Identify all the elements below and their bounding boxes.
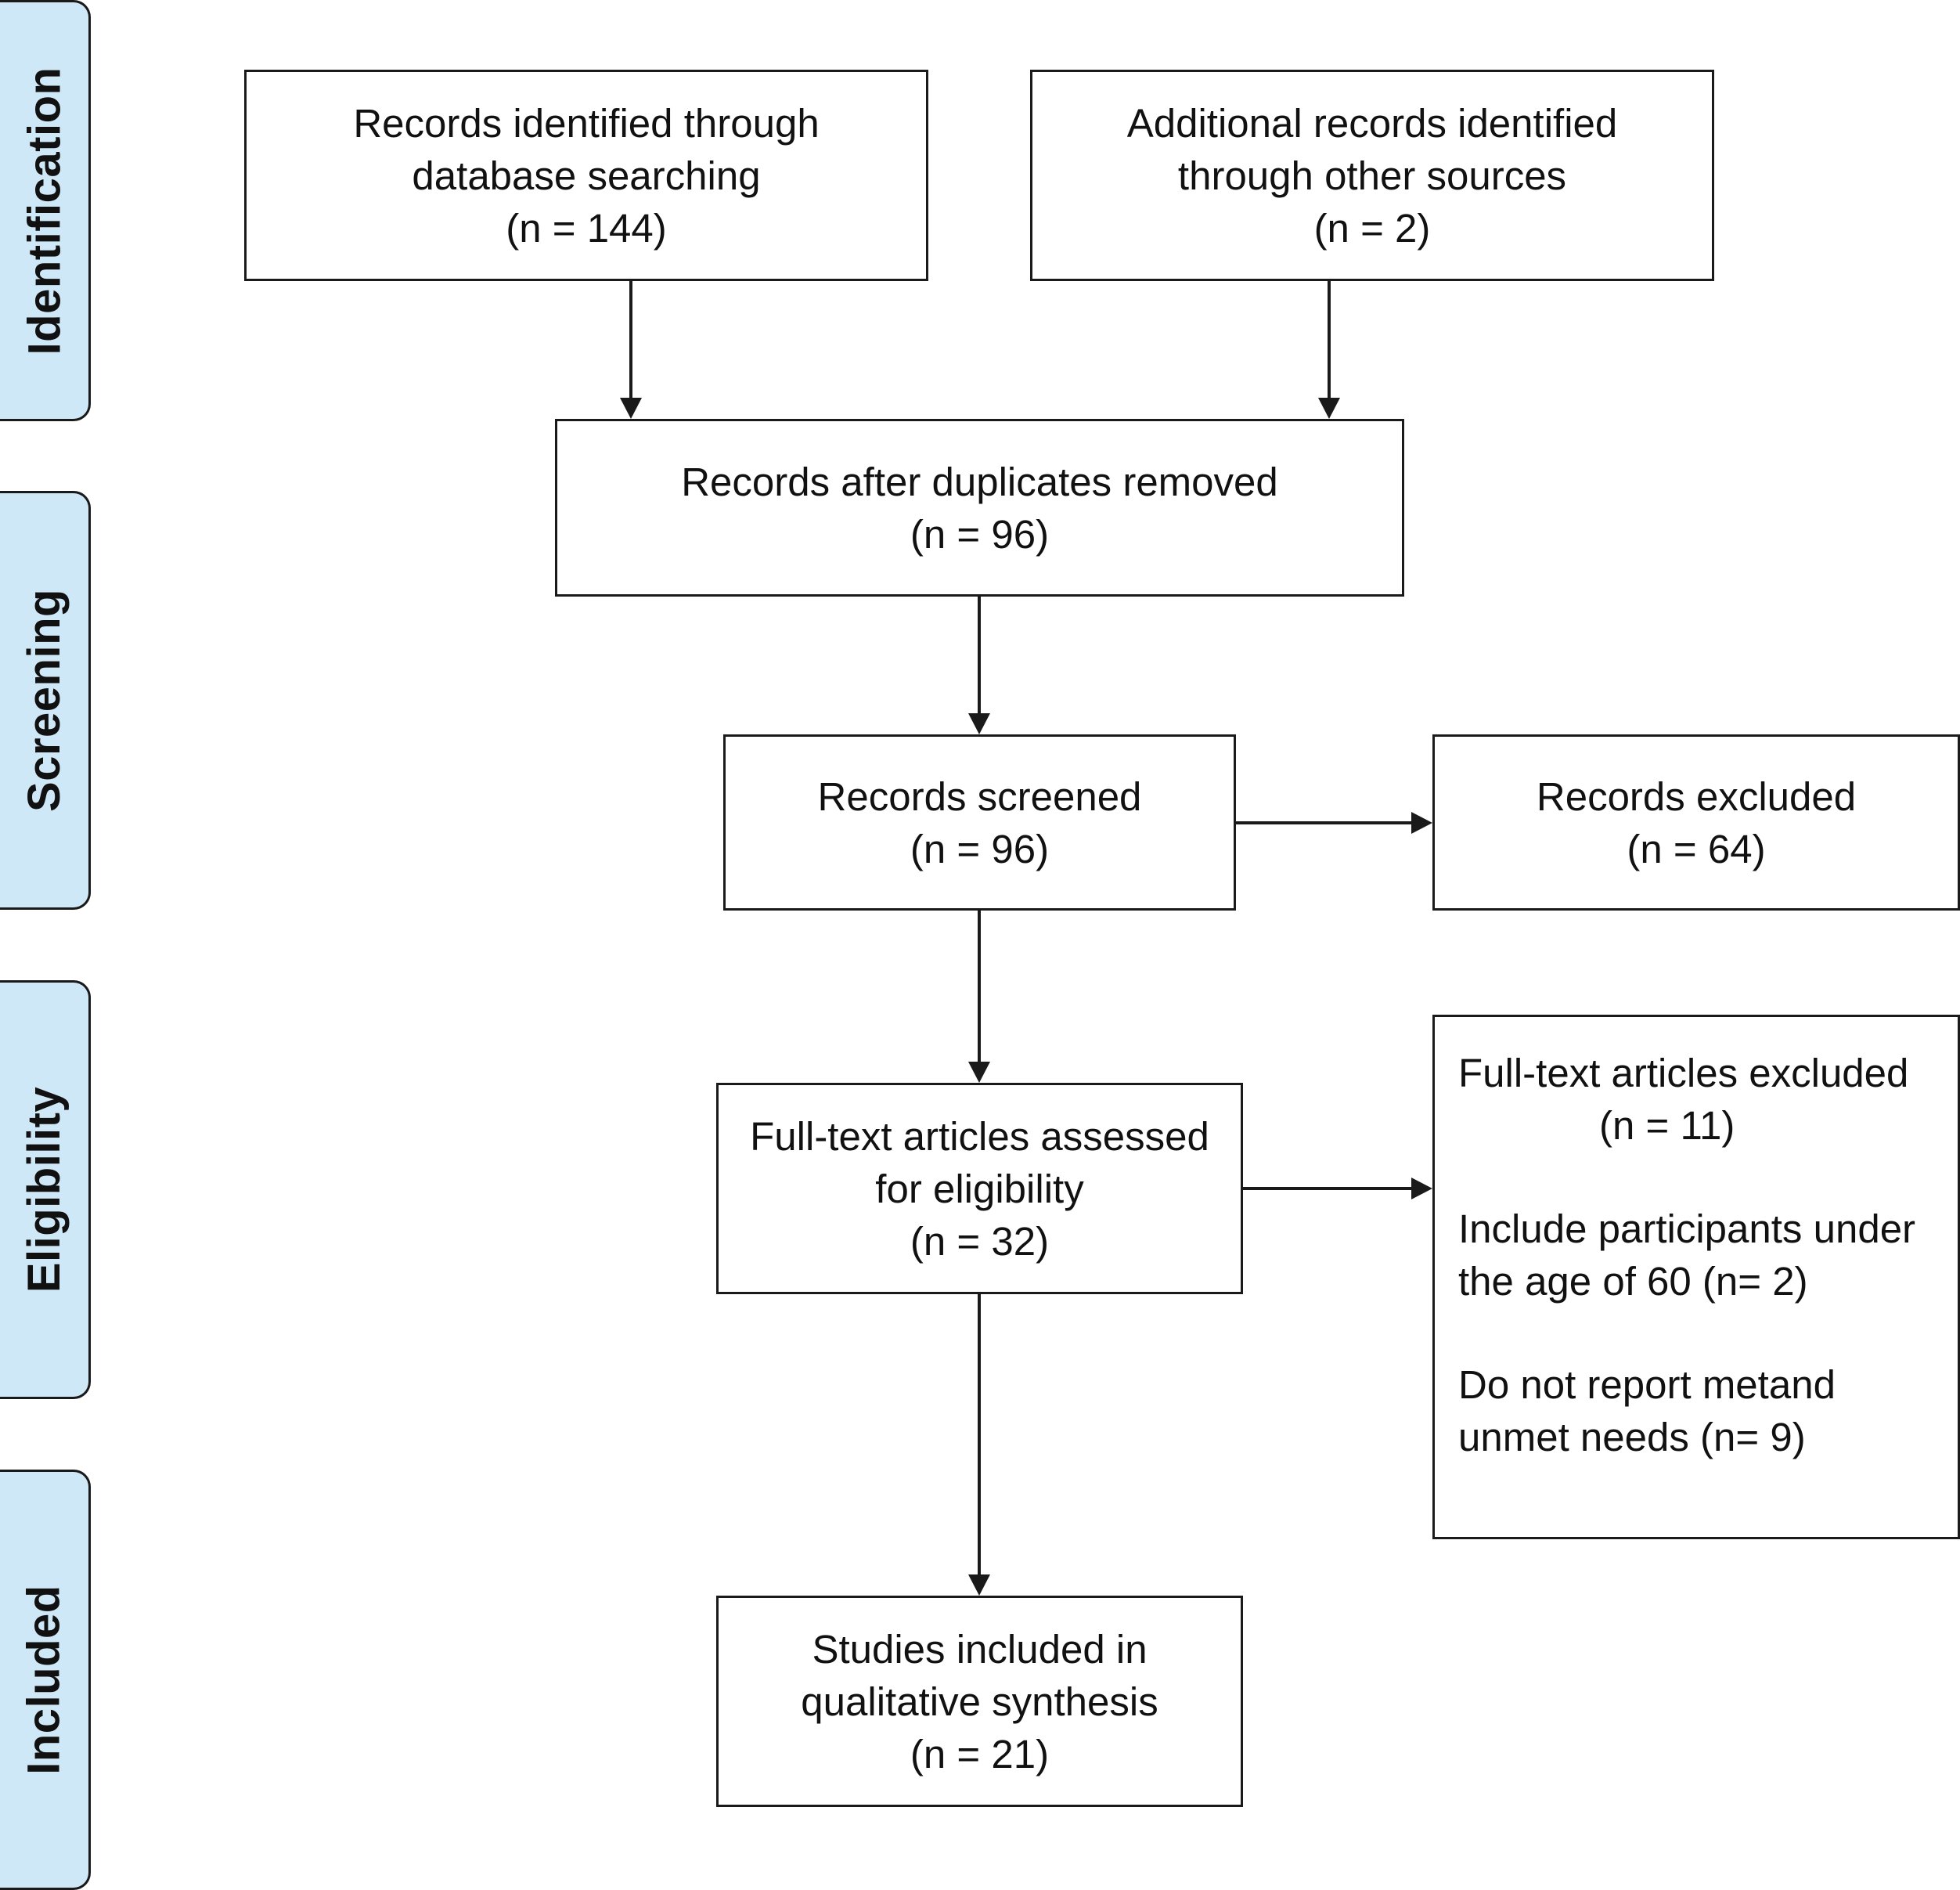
box-after-duplicates: Records after duplicates removed (n = 96… xyxy=(555,419,1404,597)
arrowhead-screened-to-fulltext xyxy=(968,1062,990,1083)
stage-screening: Screening xyxy=(0,491,91,910)
duplicates-count: (n = 96) xyxy=(910,511,1050,557)
excluded-count: (n = 64) xyxy=(1627,826,1766,871)
screened-count: (n = 96) xyxy=(910,826,1050,871)
arrowhead-fulltext-to-included xyxy=(968,1574,990,1596)
excluded-line1: Records excluded xyxy=(1536,774,1857,819)
fulltext-line1: Full-text articles assessed xyxy=(750,1113,1209,1159)
database-line1: Records identified through xyxy=(353,100,820,146)
ftexcluded-reason1-line1: Include participants under xyxy=(1458,1206,1916,1251)
arrowhead-other-to-duplicates xyxy=(1318,398,1340,419)
database-count: (n = 144) xyxy=(506,205,667,251)
box-records-excluded: Records excluded (n = 64) xyxy=(1432,734,1960,911)
included-line1: Studies included in xyxy=(812,1626,1148,1672)
box-studies-included: Studies included in qualitative synthesi… xyxy=(716,1596,1243,1807)
box-fulltext-assessed: Full-text articles assessed for eligibil… xyxy=(716,1083,1243,1294)
other-count: (n = 2) xyxy=(1313,205,1431,251)
stage-identification: Identification xyxy=(0,0,91,421)
ftexcluded-reason2-line2: unmet needs (n= 9) xyxy=(1458,1415,1806,1459)
other-line2: through other sources xyxy=(1177,153,1567,198)
stage-eligibility: Eligibility xyxy=(0,980,91,1399)
arrowhead-database-to-duplicates xyxy=(620,398,642,419)
included-count: (n = 21) xyxy=(910,1731,1050,1776)
included-line2: qualitative synthesis xyxy=(801,1679,1158,1724)
database-line2: database searching xyxy=(412,153,761,198)
other-line1: Additional records identified xyxy=(1126,100,1618,146)
ftexcluded-reason2-line1: Do not report metand xyxy=(1458,1362,1836,1407)
fulltext-count: (n = 32) xyxy=(910,1218,1050,1264)
arrowhead-fulltext-to-ftexcluded xyxy=(1411,1178,1432,1199)
duplicates-line1: Records after duplicates removed xyxy=(681,459,1278,504)
stage-included: Included xyxy=(0,1470,91,1890)
ftexcluded-reason1-line2: the age of 60 (n= 2) xyxy=(1458,1259,1808,1304)
arrowhead-duplicates-to-screened xyxy=(968,713,990,734)
fulltext-line2: for eligibility xyxy=(875,1166,1084,1211)
ftexcluded-count: (n = 11) xyxy=(1599,1103,1735,1148)
box-records-screened: Records screened (n = 96) xyxy=(723,734,1236,911)
arrowhead-screened-to-excluded xyxy=(1411,812,1432,834)
box-fulltext-excluded: Full-text articles excluded (n = 11) Inc… xyxy=(1432,1015,1960,1539)
screened-line1: Records screened xyxy=(817,774,1142,819)
box-database-records: Records identified through database sear… xyxy=(244,70,928,281)
ftexcluded-title: Full-text articles excluded xyxy=(1458,1051,1909,1095)
box-other-sources: Additional records identified through ot… xyxy=(1030,70,1714,281)
